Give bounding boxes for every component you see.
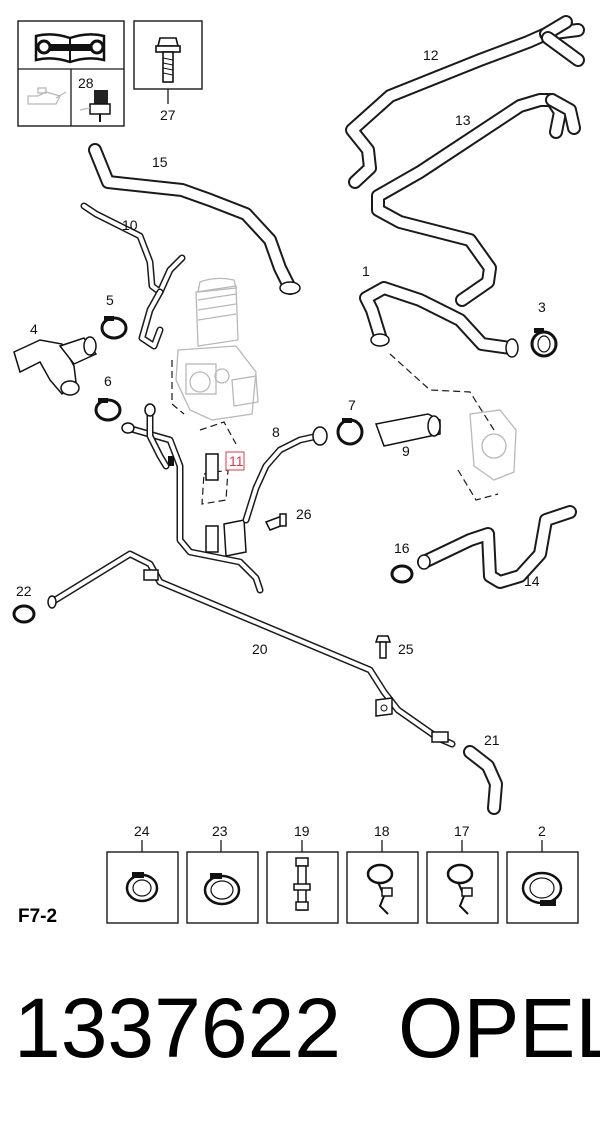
- clamp-5: 5: [100, 292, 128, 340]
- callout-8: 8: [272, 424, 280, 440]
- service-info-legend: 28: [17, 20, 125, 127]
- callout-19: 19: [294, 823, 310, 839]
- hose-9: 9: [374, 413, 441, 459]
- callout-22: 22: [16, 583, 32, 599]
- clamp-2-icon: [521, 871, 563, 906]
- callout-12: 12: [423, 47, 439, 63]
- callout-21: 21: [484, 732, 500, 748]
- callout-20: 20: [252, 641, 268, 657]
- callout-28: 28: [78, 75, 94, 91]
- pipe-20: 20: [47, 550, 456, 748]
- callout-24: 24: [134, 823, 150, 839]
- callout-2: 2: [538, 823, 546, 839]
- bolt-27-box: 27: [133, 20, 203, 123]
- callout-5: 5: [106, 292, 114, 308]
- callout-6: 6: [104, 373, 112, 389]
- clamp-16: 16: [390, 540, 414, 584]
- section-code: F7-2: [18, 906, 57, 927]
- parts-row: 24 23 19 18: [106, 823, 579, 924]
- hose-21: 21: [463, 732, 503, 815]
- hose-10: 10: [80, 202, 186, 350]
- hose-13: 13: [371, 93, 581, 307]
- manual-wrench-icon: [34, 33, 106, 64]
- hose-assembly-11: 11: [121, 403, 264, 594]
- clamp-7: 7: [336, 397, 364, 446]
- callout-1: 1: [362, 263, 370, 279]
- callout-14: 14: [524, 573, 540, 589]
- callout-10: 10: [122, 217, 138, 233]
- callout-26: 26: [296, 506, 312, 522]
- clip-17-icon: [446, 863, 474, 915]
- hose-1: 1: [359, 263, 519, 431]
- thermostat-housing: [457, 409, 517, 501]
- bolt-25: 25: [374, 635, 414, 659]
- hose-14: 14: [417, 505, 577, 589]
- clamp-23-icon: [203, 873, 241, 906]
- callout-11: 11: [229, 453, 244, 469]
- callout-16: 16: [394, 540, 410, 556]
- callout-4: 4: [30, 321, 38, 337]
- sensor-28-icon: 28: [78, 75, 111, 122]
- hose-15: 15: [88, 143, 301, 295]
- clamp-3: 3: [530, 299, 558, 358]
- clip-18-icon: [366, 863, 394, 915]
- callout-27: 27: [160, 107, 176, 123]
- part-number: 1337622: [14, 981, 341, 1075]
- callout-9: 9: [402, 443, 410, 459]
- callout-13: 13: [455, 112, 471, 128]
- oil-filter-housing: [171, 277, 259, 505]
- clamp-24-icon: [125, 872, 159, 903]
- bolt-26: 26: [264, 506, 312, 531]
- oil-can-icon: [27, 87, 67, 105]
- hose-12: 12: [345, 15, 585, 189]
- bolt-icon: [155, 37, 181, 83]
- connector-19-icon: [293, 857, 311, 911]
- hose-4: 4: [13, 321, 98, 396]
- callout-23: 23: [212, 823, 228, 839]
- hose-8: 8: [242, 424, 328, 524]
- callout-18: 18: [374, 823, 390, 839]
- clamp-22: 22: [12, 583, 36, 624]
- callout-25: 25: [398, 641, 414, 657]
- callout-17: 17: [454, 823, 470, 839]
- clamp-6: 6: [94, 373, 122, 422]
- brand-name: OPEL: [398, 981, 600, 1075]
- callout-15: 15: [152, 154, 168, 170]
- callout-3: 3: [538, 299, 546, 315]
- callout-7: 7: [348, 397, 356, 413]
